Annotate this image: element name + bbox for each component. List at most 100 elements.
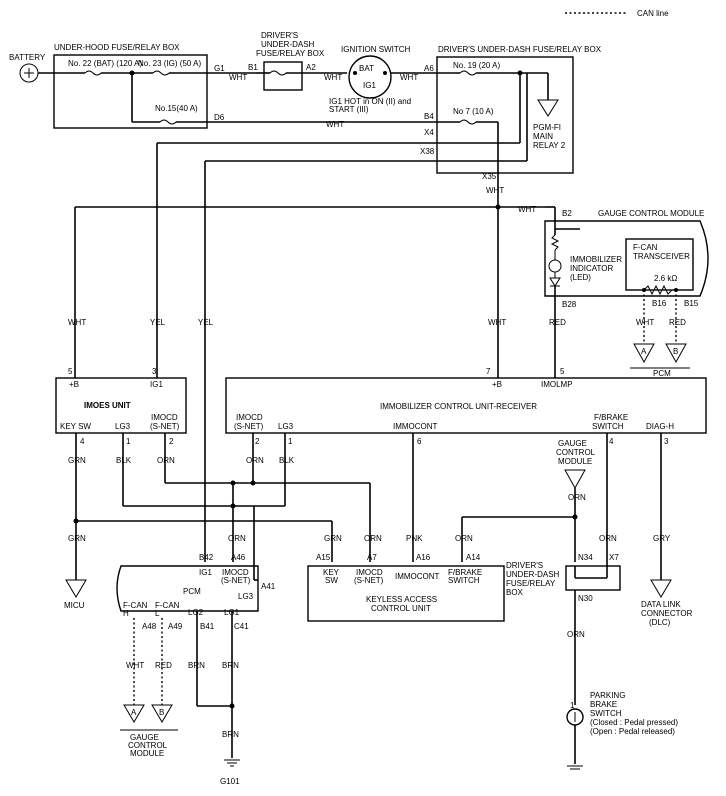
kac-pin-function: IMMOCONT: [395, 572, 440, 581]
wire-label-orn: ORN: [228, 534, 246, 543]
resistor-icon: [643, 284, 673, 296]
ignition-title: IGNITION SWITCH: [341, 45, 411, 54]
fuse-15-icon: [159, 119, 177, 125]
pin-a14: A14: [466, 553, 481, 562]
kac-pin-function: F/BRAKE: [448, 568, 482, 577]
underdash-small-title: DRIVER'S: [261, 31, 298, 40]
resistor-value: 2.6 kΩ: [654, 274, 677, 283]
micu-label: MICU: [64, 601, 85, 610]
pin-g1: G1: [214, 64, 225, 73]
underdash-main-box: DRIVER'S UNDER-DASH FUSE/RELAY BOX A6 B4…: [420, 45, 602, 181]
wire-label-grn: GRN: [68, 534, 86, 543]
wire-label-orn: ORN: [157, 456, 175, 465]
gcm-ref-label: GAUGE: [558, 439, 587, 448]
underdash-lower-box: N34 X7 N30 DRIVER'S UNDER-DASH FUSE/RELA…: [506, 553, 621, 603]
wire-label-wht: WHT: [400, 73, 418, 82]
pcm-pin-function: L: [155, 609, 160, 618]
wire-label-red: RED: [669, 318, 686, 327]
pin-a46: A46: [231, 553, 246, 562]
pin-function: (S-NET): [234, 422, 264, 431]
gcm-ref-label: CONTROL: [556, 448, 596, 457]
underdash-lower-label: BOX: [506, 588, 524, 597]
underhood-title: UNDER-HOOD FUSE/RELAY BOX: [54, 43, 180, 52]
pbs-label: SWITCH: [590, 709, 622, 718]
pin-b15: B15: [684, 299, 699, 308]
pin-label: 2: [169, 437, 174, 446]
wire-label-gry: GRY: [653, 534, 671, 543]
pin-function: F/BRAKE: [594, 413, 628, 422]
pin-label: 7: [486, 367, 491, 376]
pbs-label: (Closed : Pedal pressed): [590, 718, 678, 727]
ignition-note: IG1 HOT in ON (II) and: [329, 97, 411, 106]
dlc-label: (DLC): [649, 618, 671, 627]
pin-a49: A49: [168, 622, 183, 631]
wire-label-yel: YEL: [198, 318, 214, 327]
wire-label-wht: WHT: [636, 318, 654, 327]
gauge-control-module: GAUGE CONTROL MODULE B2 B28 IMMOBILIZER …: [544, 206, 709, 378]
pcm-pin-function: F-CAN: [123, 601, 148, 610]
pin-function: IMOCD: [151, 413, 178, 422]
wire-label-orn: ORN: [364, 534, 382, 543]
wire-label-orn: ORN: [568, 493, 586, 502]
underdash-small-title: UNDER-DASH: [261, 40, 315, 49]
fuse-23-icon: [152, 70, 170, 76]
connector-a-label: A: [131, 708, 137, 717]
pin-function: KEY SW: [60, 422, 91, 431]
pcm-title: PCM: [183, 587, 201, 596]
wire-label-wht: WHT: [486, 186, 504, 195]
wire-label-pnk: PNK: [406, 534, 423, 543]
wire-label-wht: WHT: [126, 661, 144, 670]
pin-b16: B16: [652, 299, 667, 308]
fuse-15-label: No.15(40 A): [155, 104, 198, 113]
pcm-pin-function: LG2: [188, 608, 204, 617]
parking-brake-switch: 1 PARKING BRAKE SWITCH (Closed : Pedal p…: [566, 691, 678, 770]
pbs-label: PARKING: [590, 691, 625, 700]
gcm-bottom-label: MODULE: [130, 749, 164, 758]
pin-function: +B: [69, 380, 79, 389]
pin-function: IMMOCONT: [393, 422, 438, 431]
pin-function: IMOLMP: [541, 380, 573, 389]
connector-a-icon: [123, 704, 145, 723]
pin-x35: X35: [482, 172, 497, 181]
pin-label: 4: [609, 437, 614, 446]
pin-function: DIAG-H: [646, 422, 674, 431]
pcm-pin-function: H: [123, 609, 129, 618]
wire-label-brn: BRN: [222, 661, 239, 670]
pin-function: +B: [492, 380, 502, 389]
wire-label-brn: BRN: [188, 661, 205, 670]
led-indicator-icon: [548, 259, 562, 273]
pbs-label: BRAKE: [590, 700, 617, 709]
wire-label-orn: ORN: [246, 456, 264, 465]
pin-x38: X38: [420, 147, 435, 156]
imoes-title: IMOES UNIT: [84, 401, 131, 410]
wire-label-yel: YEL: [150, 318, 166, 327]
pin-label: 2: [255, 437, 260, 446]
kac-pin-function: (S-NET): [354, 576, 384, 585]
fuse-19-label: No. 19 (20 A): [453, 61, 500, 70]
ignition-switch: IGNITION SWITCH BAT IG1 IG1 HOT in ON (I…: [329, 45, 411, 114]
pcm-pin-function: IG1: [199, 568, 212, 577]
pcm-pin-function: IMOCD: [222, 568, 249, 577]
wire-label-wht: WHT: [229, 73, 247, 82]
underdash-lower-label: DRIVER'S: [506, 561, 543, 570]
battery-label: BATTERY: [9, 53, 46, 62]
pin-function: (S-NET): [150, 422, 180, 431]
pin-n34: N34: [578, 553, 593, 562]
indicator-label: IMMOBILIZER: [570, 255, 622, 264]
pin-d6: D6: [214, 113, 225, 122]
pin-a15: A15: [316, 553, 331, 562]
pin-a6: A6: [424, 64, 434, 73]
wire-label-orn: ORN: [599, 534, 617, 543]
connector-a-label: A: [641, 347, 647, 356]
gcm-connector-icon: [564, 469, 586, 490]
fcan-label: F-CAN: [633, 243, 658, 252]
dlc-connector-icon: [650, 579, 672, 598]
pcm-pin-function: F-CAN: [155, 601, 180, 610]
pin-function: IG1: [150, 380, 163, 389]
kac-pin-function: IMOCD: [356, 568, 383, 577]
pin-a41: A41: [261, 582, 276, 591]
pin-n30: N30: [578, 594, 593, 603]
pin-a16: A16: [416, 553, 431, 562]
pin-b4: B4: [424, 112, 434, 121]
micu-connector-icon: [65, 579, 87, 598]
